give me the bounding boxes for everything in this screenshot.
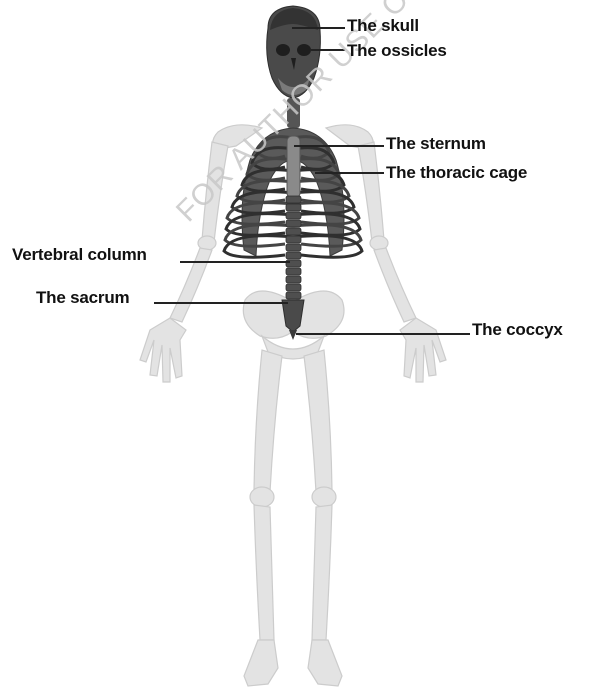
vertebra	[285, 227, 302, 236]
cervical-vertebrae	[287, 98, 300, 128]
right-foot	[307, 639, 343, 687]
vertebra	[285, 267, 302, 276]
vertebra	[285, 203, 302, 212]
left-forearm	[169, 247, 213, 323]
left-foot	[243, 639, 279, 687]
label-sacrum: The sacrum	[36, 288, 130, 307]
vertebra	[285, 195, 302, 204]
sacrum	[281, 299, 305, 333]
ribs	[222, 135, 364, 259]
coccyx	[289, 330, 297, 340]
left-tibia	[253, 504, 275, 641]
jaw	[278, 78, 310, 95]
label-coccyx: The coccyx	[472, 320, 563, 339]
vertebra	[285, 275, 302, 284]
right-femur	[303, 349, 333, 493]
label-vertebral-column: Vertebral column	[12, 245, 147, 264]
vertebra	[285, 219, 302, 228]
leader-lines	[154, 27, 470, 335]
vertebra	[285, 283, 302, 292]
rib	[223, 223, 294, 248]
spine	[285, 195, 302, 300]
label-sternum: The sternum	[386, 134, 486, 153]
nasal-cavity	[291, 58, 296, 70]
right-ilium	[293, 290, 345, 339]
left-hand	[139, 317, 187, 383]
rib	[292, 223, 363, 248]
axial-skeleton	[222, 5, 364, 340]
cranium-top	[270, 8, 318, 30]
vertebra	[285, 235, 302, 244]
left-knee	[249, 486, 275, 508]
right-eye-socket	[297, 44, 311, 56]
vertebra	[285, 291, 302, 300]
vertebra	[285, 211, 302, 220]
right-forearm	[373, 247, 417, 323]
vertebra	[285, 243, 302, 252]
vertebra	[285, 251, 302, 260]
label-ossicles: The ossicles	[347, 41, 447, 60]
right-knee	[311, 486, 337, 508]
right-humerus	[357, 141, 385, 243]
left-eye-socket	[276, 44, 290, 56]
right-hand	[399, 317, 447, 383]
right-tibia	[311, 504, 333, 641]
label-thoracic-cage: The thoracic cage	[386, 163, 528, 182]
left-femur	[253, 349, 283, 493]
label-skull: The skull	[347, 16, 419, 35]
rib	[292, 234, 364, 259]
rib	[222, 234, 294, 259]
